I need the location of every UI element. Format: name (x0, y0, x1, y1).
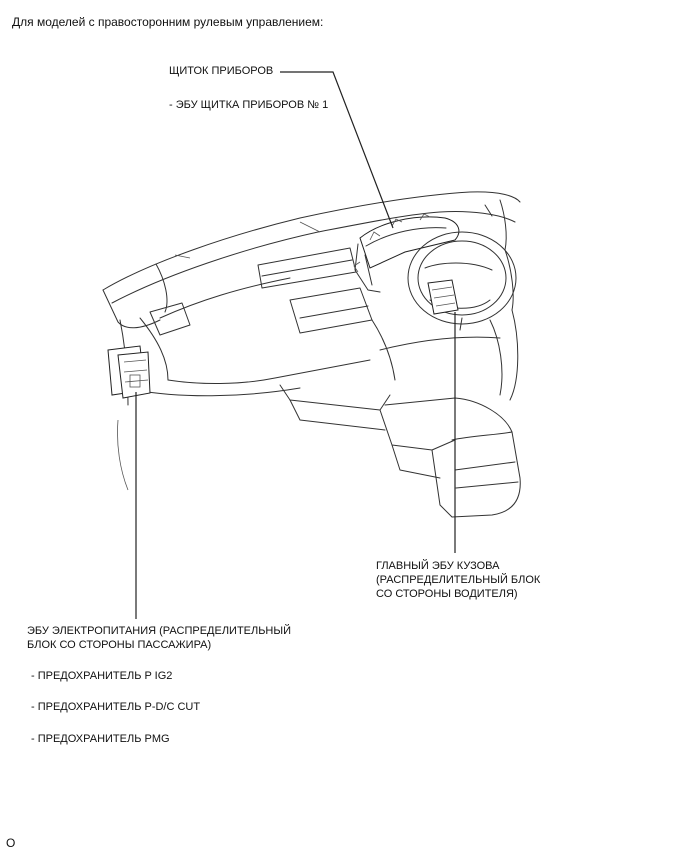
leader-lines (135, 71, 456, 619)
fuse-p-ig2-label: - ПРЕДОХРАНИТЕЛЬ P IG2 (31, 670, 173, 682)
main-body-ecu-label-line1: ГЛАВНЫЙ ЭБУ КУЗОВА (376, 560, 500, 572)
steering-wheel (407, 231, 517, 331)
main-body-ecu-label-line2: (РАСПРЕДЕЛИТЕЛЬНЫЙ БЛОК (376, 574, 541, 586)
power-ecu-label-line2: БЛОК СО СТОРОНЫ ПАССАЖИРА) (27, 639, 212, 651)
power-ecu-label-line1: ЭБУ ЭЛЕКТРОПИТАНИЯ (РАСПРЕДЕЛИТЕЛЬНЫЙ (27, 625, 292, 637)
main-body-ecu-label-line3: СО СТОРОНЫ ВОДИТЕЛЯ) (376, 588, 518, 600)
main-body-ecu-block (427, 279, 459, 315)
instrument-cluster-leader (280, 71, 394, 229)
page-code: O (6, 836, 16, 850)
fuse-pmg-label: - ПРЕДОХРАНИТЕЛЬ PMG (31, 733, 170, 745)
instrument-ecu-label: - ЭБУ ЩИТКА ПРИБОРОВ № 1 (169, 99, 329, 111)
instrument-cluster (353, 213, 460, 293)
dashboard-outline (102, 191, 521, 518)
power-ecu-block (107, 345, 151, 399)
page-heading: Для моделей с правосторонним рулевым упр… (12, 15, 324, 29)
fuse-p-dc-cut-label: - ПРЕДОХРАНИТЕЛЬ P-D/C CUT (31, 701, 201, 713)
instrument-panel-label: ЩИТОК ПРИБОРОВ (169, 65, 274, 77)
